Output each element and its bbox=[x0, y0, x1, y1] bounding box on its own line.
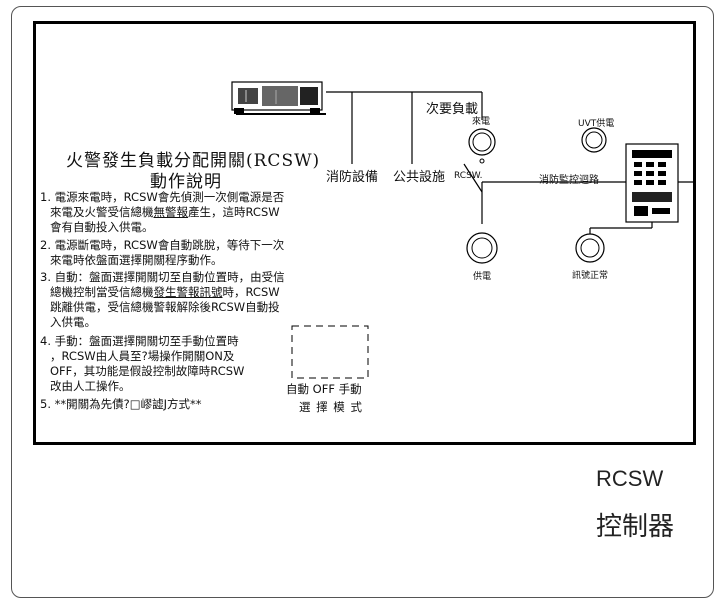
selector-switch-box bbox=[291, 325, 369, 379]
selector-options-label: 自動 OFF 手動 bbox=[286, 382, 362, 396]
instruction-3: 3. 自動：盤面選擇開關切至自動位置時，由受信 總機控制當受信總機發生警報訊號時… bbox=[40, 270, 285, 329]
incoming-power-label: 來電 bbox=[472, 117, 491, 127]
signal-normal-lamp-icon bbox=[575, 233, 605, 263]
instruction-2: 2. 電源斷電時，RCSW會自動跳脫，等待下一次 來電時依盤面選擇開關程序動作。 bbox=[40, 238, 285, 267]
caption-title: RCSW bbox=[596, 466, 664, 491]
instruction-1: 1. 電源來電時，RCSW會先偵測一次側電源是否 來電及火警受信總機無警報產生，… bbox=[40, 190, 285, 234]
fire-monitor-loop-label: 消防監控迴路 bbox=[539, 175, 599, 186]
secondary-load-label: 次要負載 bbox=[426, 102, 479, 117]
public-facility-label: 公共設施 bbox=[393, 170, 446, 185]
supply-power-label: 供電 bbox=[473, 272, 492, 282]
instruction-5: 5. **開關為先債?□嵺譃J方式** bbox=[40, 397, 202, 411]
caption-subtitle: 控制器 bbox=[596, 511, 675, 541]
diagram-subtitle: 動作說明 bbox=[150, 172, 222, 192]
generator-icon bbox=[231, 81, 326, 115]
diagram-title: 火警發生負載分配開關(RCSW) bbox=[66, 151, 321, 171]
rcsw-switch-label: RCSW. bbox=[454, 171, 483, 181]
instruction-4: 4. 手動：盤面選擇開關切至手動位置時 ，RCSW由人員至?場操作開關ON及 O… bbox=[40, 334, 245, 393]
selector-mode-label: 選 擇 模 式 bbox=[299, 400, 363, 414]
signal-normal-label: 訊號正常 bbox=[572, 271, 609, 281]
rcsw-diagram-panel: 消防設備 公共設施 次要負載 來電 RCSW. 供電 UVT供電 消防監控迴路 … bbox=[33, 21, 696, 445]
supply-power-lamp-icon bbox=[466, 232, 498, 264]
fire-alarm-control-panel-icon bbox=[625, 143, 679, 223]
uvt-supply-lamp-icon bbox=[581, 127, 607, 153]
uvt-supply-label: UVT供電 bbox=[578, 119, 615, 129]
content-card bbox=[11, 6, 714, 598]
incoming-power-lamp-icon bbox=[468, 128, 496, 164]
wiring-diagram bbox=[231, 81, 693, 379]
fire-equipment-label: 消防設備 bbox=[326, 170, 379, 185]
